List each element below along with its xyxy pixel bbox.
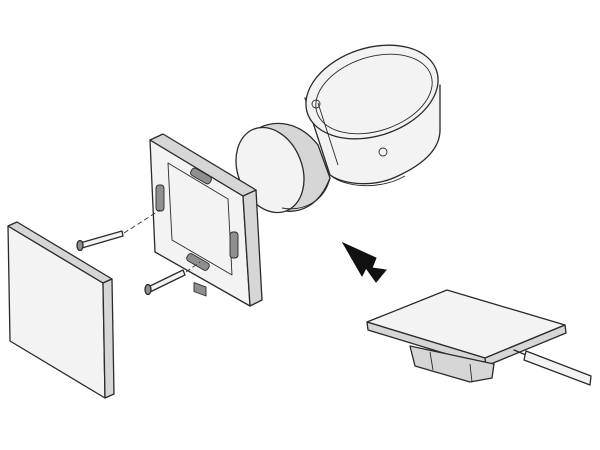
insert-direction-arrow <box>341 241 387 283</box>
frame-clip-right <box>229 231 239 259</box>
frame-clip-left <box>155 184 165 212</box>
wall-back-box <box>304 44 441 187</box>
frame-clip-bottom <box>186 253 210 271</box>
assembled-switch <box>366 289 567 383</box>
box-lug-right <box>378 147 388 157</box>
frame-center-tab <box>193 282 207 297</box>
screwdriver <box>513 349 592 386</box>
front-panel <box>7 221 115 399</box>
mounting-frame <box>149 133 263 307</box>
box-lug-left <box>311 99 321 109</box>
frame-clip-top <box>190 167 212 185</box>
screw-upper <box>76 209 161 252</box>
screw-lower <box>144 261 201 296</box>
